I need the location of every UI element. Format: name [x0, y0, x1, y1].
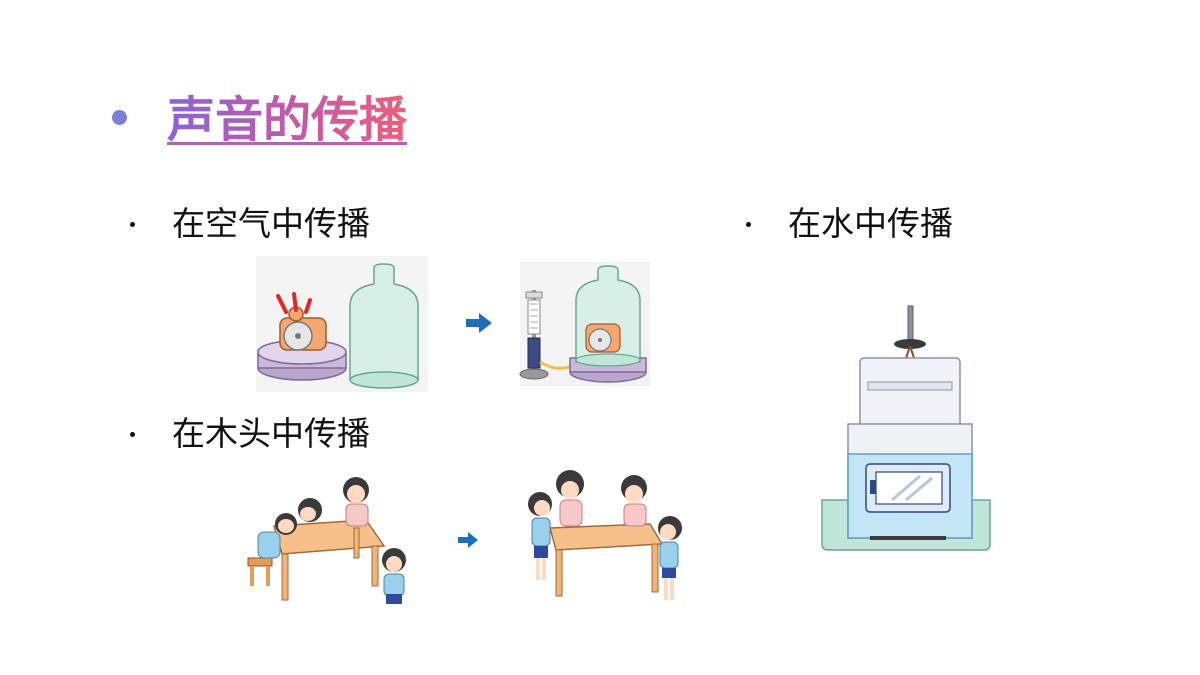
- air-clock-and-jar-illustration: [256, 256, 428, 392]
- label-water: 在水中传播: [788, 204, 953, 243]
- device-in-water-tank-illustration: [821, 305, 991, 551]
- children-ear-on-table-illustration: [247, 477, 406, 604]
- bullet-water: [746, 222, 751, 227]
- arrow-right-icon: [458, 532, 478, 548]
- title-bullet: [112, 110, 127, 125]
- label-air: 在空气中传播: [172, 204, 370, 243]
- slide-title: 声音的传播: [167, 88, 407, 152]
- vacuum-pump-jar-illustration: [519, 262, 650, 386]
- bullet-wood: [130, 432, 135, 437]
- bullet-air: [130, 222, 135, 227]
- children-around-table-illustration: [528, 470, 682, 600]
- arrow-right-icon: [466, 313, 492, 333]
- label-wood: 在木头中传播: [172, 414, 370, 453]
